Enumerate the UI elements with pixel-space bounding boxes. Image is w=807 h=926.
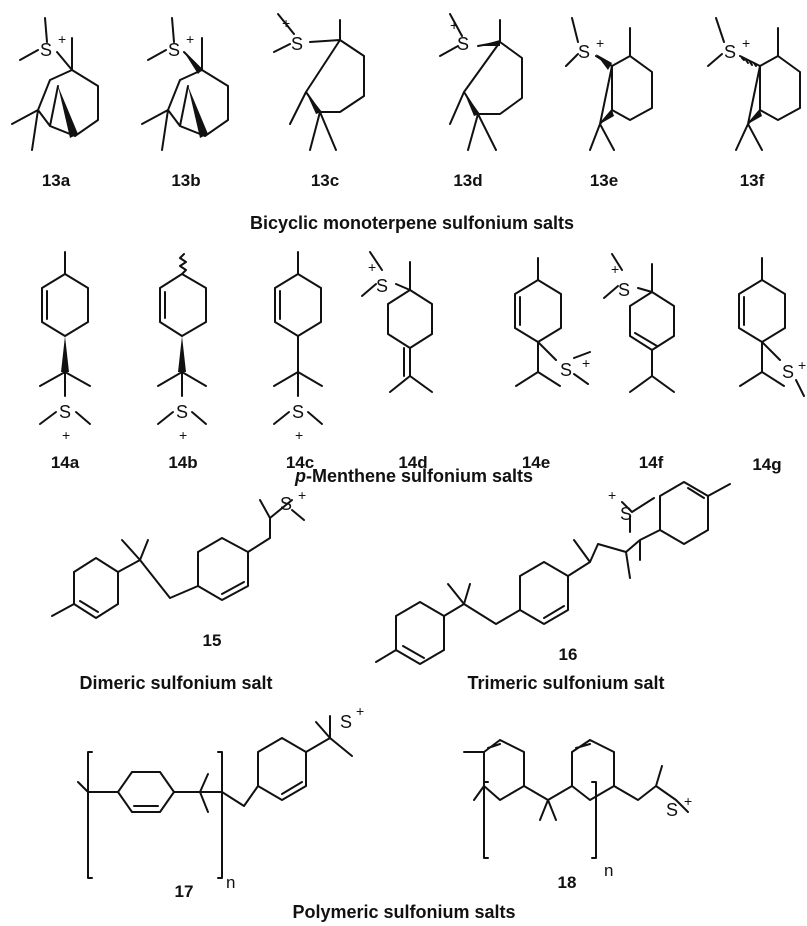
- structure-16: S +: [375, 481, 731, 665]
- label-13c: 13c: [311, 171, 339, 190]
- structure-13e: S +: [565, 17, 653, 151]
- structure-14a: S +: [39, 251, 91, 443]
- structure-14f: S +: [603, 253, 675, 393]
- label-13f: 13f: [740, 171, 765, 190]
- label-14c: 14c: [286, 453, 314, 472]
- label-14d: 14d: [398, 453, 427, 472]
- label-14b: 14b: [168, 453, 197, 472]
- section-title-bicyclic: Bicyclic monoterpene sulfonium salts: [250, 213, 574, 233]
- label-17: 17: [175, 882, 194, 901]
- structure-13b: S +: [141, 17, 229, 151]
- label-18: 18: [558, 873, 577, 892]
- structure-15: S +: [51, 487, 306, 619]
- structure-13c: S +: [273, 13, 365, 151]
- structure-17: S + n: [77, 703, 364, 892]
- label-13b: 13b: [171, 171, 200, 190]
- structure-13d: S +: [439, 13, 523, 151]
- structure-14d: S +: [361, 251, 433, 393]
- positive-charge: +: [179, 427, 187, 443]
- positive-charge: +: [58, 31, 66, 47]
- positive-charge: +: [186, 31, 194, 47]
- sulfur-atom: S: [376, 276, 388, 296]
- sulfur-atom: S: [340, 712, 352, 732]
- positive-charge: +: [608, 487, 616, 503]
- label-13d: 13d: [453, 171, 482, 190]
- sulfur-atom: S: [280, 494, 292, 514]
- positive-charge: +: [596, 35, 604, 51]
- label-14g: 14g: [752, 455, 781, 474]
- section-title-polymeric: Polymeric sulfonium salts: [292, 902, 515, 922]
- sulfur-atom: S: [666, 800, 678, 820]
- positive-charge: +: [282, 15, 290, 31]
- sulfur-atom: S: [168, 40, 180, 60]
- positive-charge: +: [368, 259, 376, 275]
- sulfur-atom: S: [291, 34, 303, 54]
- positive-charge: +: [356, 703, 364, 719]
- sulfur-atom: S: [176, 402, 188, 422]
- positive-charge: +: [295, 427, 303, 443]
- positive-charge: +: [611, 261, 619, 277]
- label-15: 15: [203, 631, 222, 650]
- structure-13f: S +: [707, 17, 801, 151]
- positive-charge: +: [62, 427, 70, 443]
- sulfur-atom: S: [40, 40, 52, 60]
- label-13e: 13e: [590, 171, 618, 190]
- structure-14c: S +: [273, 251, 323, 443]
- positive-charge: +: [798, 357, 806, 373]
- label-13a: 13a: [42, 171, 71, 190]
- sulfur-atom: S: [292, 402, 304, 422]
- sulfur-atom: S: [620, 504, 632, 524]
- sulfur-atom: S: [618, 280, 630, 300]
- menthene-prefix: p: [294, 466, 306, 486]
- sulfur-atom: S: [457, 34, 469, 54]
- repeat-index-18: n: [604, 861, 613, 880]
- positive-charge: +: [450, 17, 458, 33]
- sulfur-atom: S: [578, 42, 590, 62]
- structure-13a: S +: [11, 17, 99, 151]
- structure-14g: S +: [738, 257, 806, 397]
- positive-charge: +: [742, 35, 750, 51]
- menthene-title-rest: -Menthene sulfonium salts: [306, 466, 533, 486]
- sulfur-atom: S: [59, 402, 71, 422]
- section-title-trimeric: Trimeric sulfonium salt: [467, 673, 664, 693]
- repeat-index-17: n: [226, 873, 235, 892]
- label-14e: 14e: [522, 453, 550, 472]
- positive-charge: +: [298, 487, 306, 503]
- sulfur-atom: S: [560, 360, 572, 380]
- sulfur-atom: S: [782, 362, 794, 382]
- structure-14b: S +: [157, 253, 207, 443]
- structure-14e: S +: [514, 257, 591, 387]
- positive-charge: +: [582, 355, 590, 371]
- section-title-menthene: p-Menthene sulfonium salts: [294, 466, 533, 486]
- label-14f: 14f: [639, 453, 664, 472]
- label-16: 16: [559, 645, 578, 664]
- section-title-dimeric: Dimeric sulfonium salt: [79, 673, 272, 693]
- sulfur-atom: S: [724, 42, 736, 62]
- positive-charge: +: [684, 793, 692, 809]
- structure-18: S + n: [463, 739, 692, 880]
- label-14a: 14a: [51, 453, 80, 472]
